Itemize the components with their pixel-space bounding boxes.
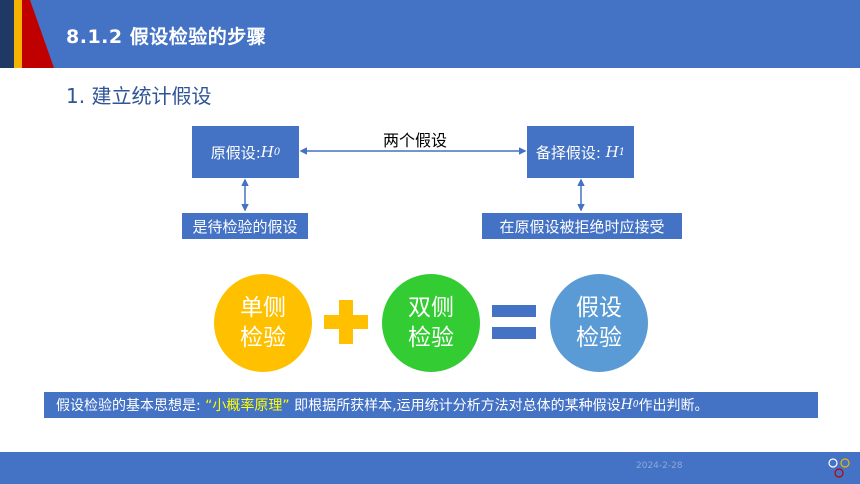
principle-middle: 即根据所获样本,运用统计分析方法对总体的某种假设 bbox=[289, 398, 621, 414]
footer-bar bbox=[0, 452, 860, 484]
title-bar bbox=[0, 0, 860, 68]
principle-subscript: 0 bbox=[632, 400, 639, 410]
two-hypotheses-label: 两个假设 bbox=[383, 131, 448, 150]
alternative-hypothesis-symbol: H bbox=[605, 143, 619, 161]
one-sided-line-2: 检验 bbox=[240, 325, 286, 351]
alternative-hypothesis-note: 在原假设被拒绝时应接受 bbox=[482, 213, 682, 239]
logo-icon bbox=[828, 458, 850, 478]
principle-symbol: H bbox=[620, 397, 633, 413]
principle-prefix: 假设检验的基本思想是: bbox=[56, 398, 206, 414]
principle-banner: 假设检验的基本思想是: “小概率原理” 即根据所获样本,运用统计分析方法对总体的… bbox=[44, 392, 818, 418]
principle-suffix: 作出判断。 bbox=[638, 398, 709, 414]
null-hypothesis-subscript: 0 bbox=[273, 146, 281, 158]
null-hypothesis-note: 是待检验的假设 bbox=[182, 213, 308, 239]
plus-icon bbox=[324, 300, 368, 344]
hypothesis-test-circle: 假设 检验 bbox=[550, 274, 648, 372]
principle-highlight: “小概率原理” bbox=[205, 398, 290, 414]
two-sided-test-circle: 双侧 检验 bbox=[382, 274, 480, 372]
page-title: 8.1.2 假设检验的步骤 bbox=[66, 26, 267, 48]
alternative-hypothesis-subscript: 1 bbox=[618, 146, 626, 158]
footer-date: 2024-2-28 bbox=[636, 461, 683, 471]
two-sided-line-1: 双侧 bbox=[408, 295, 454, 321]
null-hypothesis-symbol: H bbox=[260, 143, 274, 161]
result-line-2: 检验 bbox=[576, 325, 622, 351]
section-heading: 1. 建立统计假设 bbox=[66, 84, 212, 108]
two-sided-line-2: 检验 bbox=[408, 325, 454, 351]
equals-icon bbox=[492, 305, 536, 339]
header-decoration bbox=[0, 0, 54, 68]
result-line-1: 假设 bbox=[576, 295, 622, 321]
one-sided-test-circle: 单侧 检验 bbox=[214, 274, 312, 372]
null-hypothesis-label: 原假设: bbox=[210, 143, 261, 162]
one-sided-line-1: 单侧 bbox=[240, 295, 286, 321]
alternative-hypothesis-label: 备择假设: bbox=[535, 143, 606, 162]
